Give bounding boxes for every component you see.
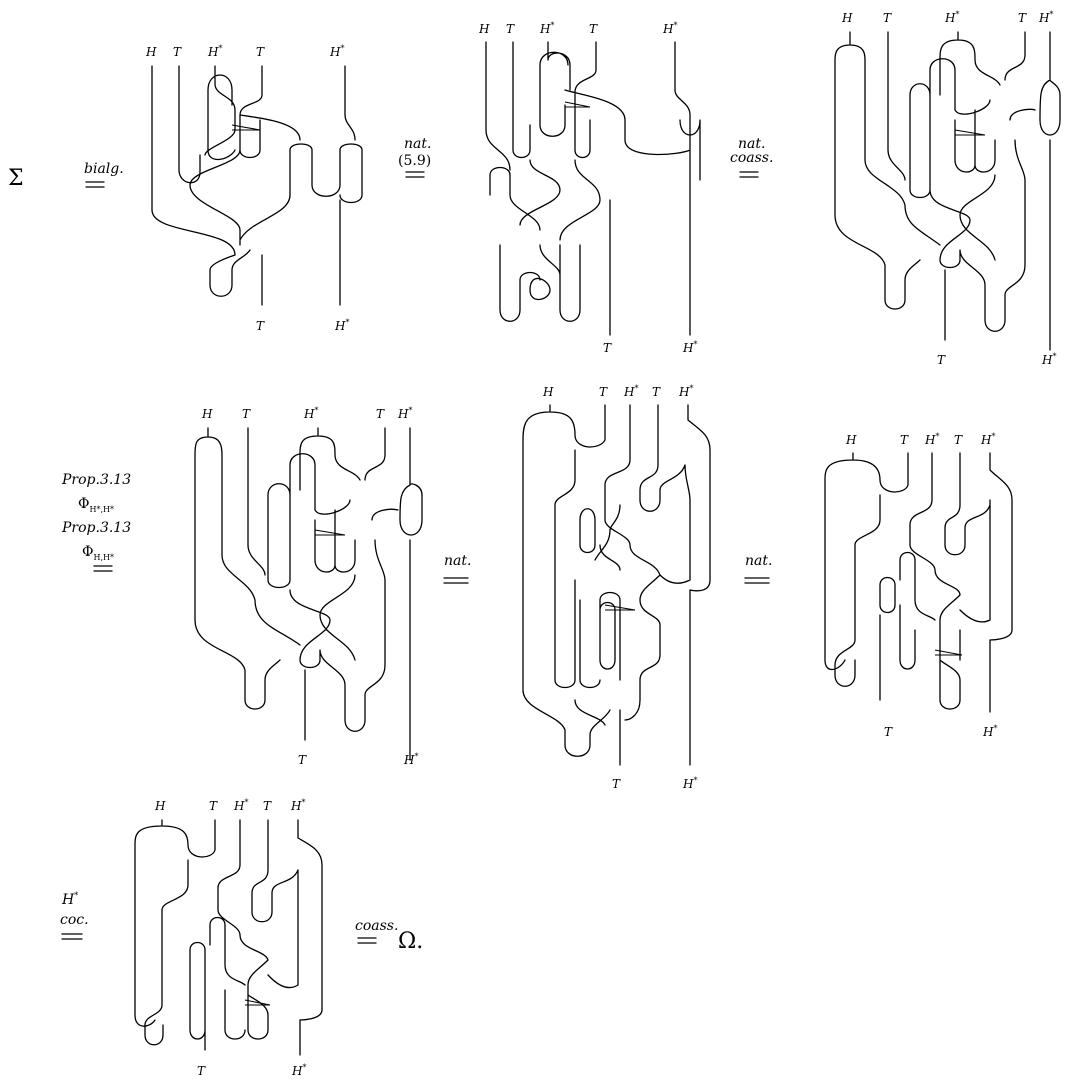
input-labels: H T H* T H* <box>145 44 344 59</box>
input-labels: H T H* T H* <box>201 406 412 421</box>
svg-text:T: T <box>209 799 218 813</box>
string-diagram-6: H T H* T H* T H* <box>825 432 1012 739</box>
svg-text:H*: H* <box>682 776 697 791</box>
svg-text:T: T <box>263 799 272 813</box>
string-diagram-1: H T H* T H* T H* <box>145 44 362 333</box>
output-labels: T H* <box>612 776 697 791</box>
svg-text:coc.: coc. <box>60 912 89 928</box>
svg-text:H*: H* <box>980 432 995 447</box>
svg-text:T: T <box>376 407 385 421</box>
svg-text:H*: H* <box>944 10 959 25</box>
equality-bialg: bialg. <box>84 161 124 187</box>
svg-text:T: T <box>1018 11 1027 25</box>
string-diagram-4: H T H* T H* T H* <box>195 406 422 767</box>
string-diagram-3: H T H* T H* T H* <box>835 10 1060 367</box>
svg-text:H*: H* <box>397 406 412 421</box>
svg-text:nat.: nat. <box>444 553 471 569</box>
output-labels: T H* <box>197 1063 306 1078</box>
svg-text:T: T <box>883 11 892 25</box>
equality-nat-3: nat. <box>745 553 772 583</box>
equality-prop-3-13: Prop.3.13 ΦH*,H* Prop.3.13 ΦH,H* <box>61 472 131 571</box>
output-labels: T H* <box>937 352 1056 367</box>
svg-text:T: T <box>173 45 182 59</box>
output-labels: T H* <box>884 724 997 739</box>
svg-text:T: T <box>612 777 621 791</box>
svg-text:H*: H* <box>334 318 349 333</box>
svg-text:(5.9): (5.9) <box>398 153 431 169</box>
svg-text:H*: H* <box>403 752 418 767</box>
svg-text:H*: H* <box>662 21 677 36</box>
svg-text:Prop.3.13: Prop.3.13 <box>61 520 131 536</box>
svg-text:H*: H* <box>982 724 997 739</box>
equality-nat-5-9: nat. (5.9) <box>398 136 431 177</box>
svg-text:T: T <box>652 385 661 399</box>
svg-text:H: H <box>841 11 853 25</box>
svg-text:H: H <box>201 407 213 421</box>
svg-text:T: T <box>242 407 251 421</box>
svg-text:T: T <box>900 433 909 447</box>
equality-nat-2: nat. <box>444 553 471 583</box>
input-labels: H T H* T H* <box>841 10 1053 25</box>
svg-text:coass.: coass. <box>730 150 773 166</box>
svg-text:H*: H* <box>303 406 318 421</box>
svg-text:H*: H* <box>207 44 222 59</box>
svg-text:ΦH*,H*: ΦH*,H* <box>78 496 114 514</box>
svg-text:nat.: nat. <box>404 136 431 152</box>
string-diagram-2: H T H* T H* T H* <box>478 21 700 355</box>
svg-text:H: H <box>845 433 857 447</box>
svg-text:T: T <box>599 385 608 399</box>
svg-text:H*: H* <box>61 891 78 908</box>
input-labels: H T H* T H* <box>478 21 677 36</box>
svg-text:H*: H* <box>924 432 939 447</box>
svg-text:H*: H* <box>678 384 693 399</box>
svg-text:T: T <box>937 353 946 367</box>
svg-text:H*: H* <box>682 340 697 355</box>
svg-text:H*: H* <box>291 1063 306 1078</box>
svg-text:T: T <box>589 22 598 36</box>
svg-text:T: T <box>884 725 893 739</box>
equality-hstar-coc: H* coc. <box>60 891 89 939</box>
omega-symbol: Ω. <box>398 929 423 954</box>
svg-text:H*: H* <box>1041 352 1056 367</box>
svg-text:H*: H* <box>329 44 344 59</box>
svg-text:ΦH,H*: ΦH,H* <box>82 544 114 562</box>
svg-text:H: H <box>542 385 554 399</box>
svg-text:T: T <box>197 1064 206 1078</box>
svg-text:T: T <box>603 341 612 355</box>
equality-coass: coass. <box>355 918 398 943</box>
output-labels: T H* <box>298 752 418 767</box>
svg-text:H: H <box>478 22 490 36</box>
svg-text:H: H <box>145 45 157 59</box>
svg-text:H: H <box>154 799 166 813</box>
input-labels: H T H* T H* <box>845 432 995 447</box>
svg-text:Prop.3.13: Prop.3.13 <box>61 472 131 488</box>
svg-text:H*: H* <box>290 798 305 813</box>
svg-text:T: T <box>954 433 963 447</box>
svg-text:T: T <box>256 319 265 333</box>
string-diagram-7: H T H* T H* T H* <box>135 798 322 1078</box>
svg-text:H*: H* <box>1038 10 1053 25</box>
svg-text:T: T <box>256 45 265 59</box>
equality-nat-coass: nat. coass. <box>730 136 773 177</box>
svg-text:T: T <box>298 753 307 767</box>
svg-text:bialg.: bialg. <box>84 161 124 177</box>
svg-text:coass.: coass. <box>355 918 398 934</box>
svg-text:nat.: nat. <box>745 553 772 569</box>
output-labels: T H* <box>603 340 697 355</box>
svg-text:H*: H* <box>233 798 248 813</box>
input-labels: H T H* T H* <box>542 384 693 399</box>
svg-text:H*: H* <box>623 384 638 399</box>
string-diagram-5: H T H* T H* T H* <box>523 384 710 791</box>
output-labels: T H* <box>256 318 349 333</box>
svg-text:H*: H* <box>539 21 554 36</box>
sum-symbol: Σ <box>8 166 24 191</box>
input-labels: H T H* T H* <box>154 798 305 813</box>
svg-text:T: T <box>506 22 515 36</box>
